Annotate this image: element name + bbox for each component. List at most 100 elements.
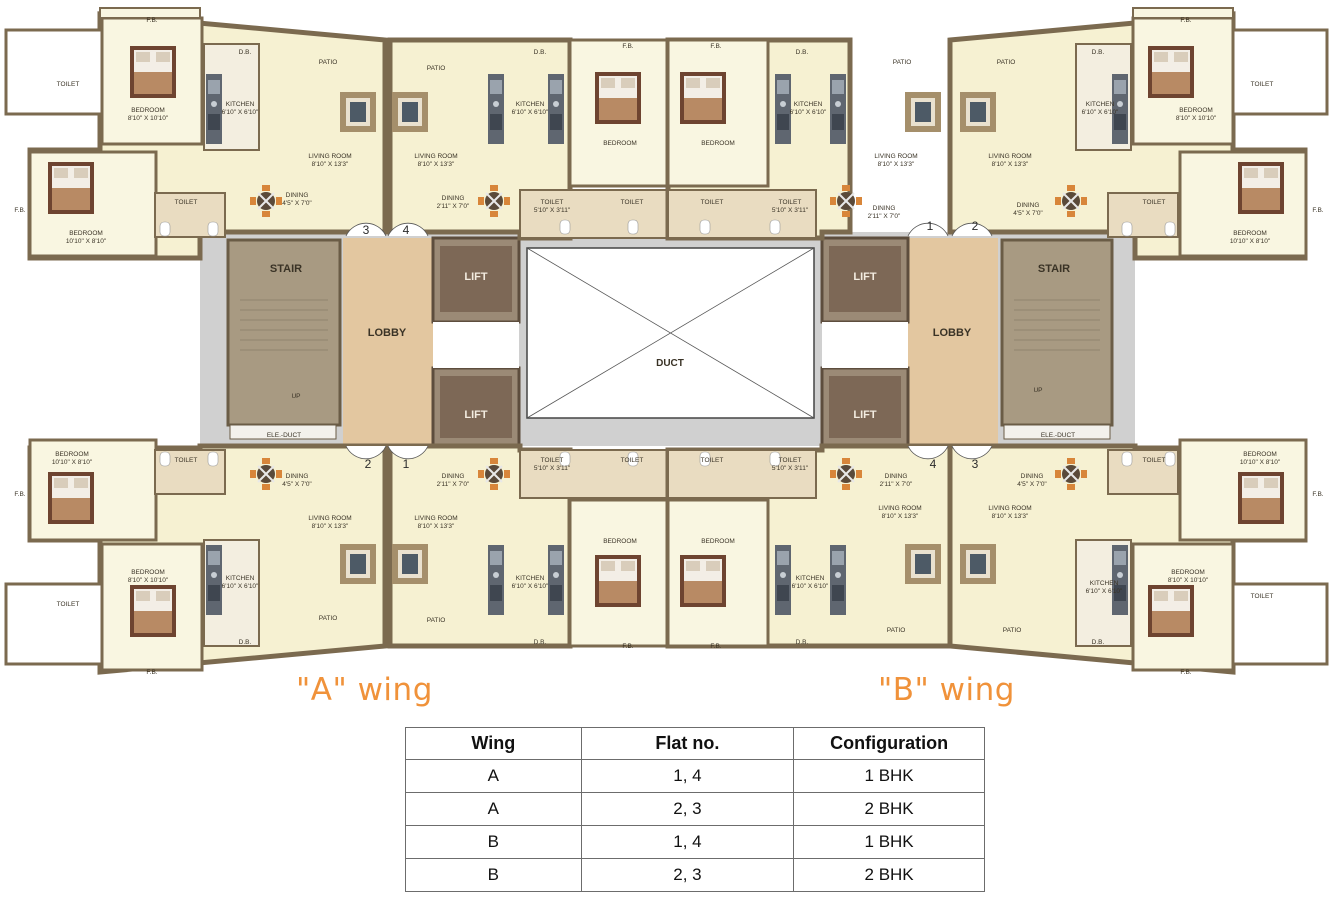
dim-label: 4'5" X 7'0": [1013, 210, 1043, 217]
dining-label: DINING: [873, 205, 896, 212]
dim-label: 8'10" X 13'3": [418, 523, 455, 530]
kitchen-label: KITCHEN: [516, 101, 545, 108]
dim-label: 6'10" X 6'10": [512, 583, 549, 590]
toilet-label: TOILET: [1251, 81, 1274, 88]
flat-a-top-group: [4, 7, 388, 261]
bedroom-label: BEDROOM: [131, 107, 165, 114]
flat-number: 1: [927, 219, 934, 233]
dim-label: 8'10" X 10'10": [128, 115, 169, 122]
cell-wing: B: [405, 858, 582, 892]
dining-label: DINING: [442, 195, 465, 202]
bedroom-label: BEDROOM: [603, 538, 637, 545]
kitchen-label: KITCHEN: [226, 101, 255, 108]
cell-wing: A: [405, 759, 582, 793]
toilet-label: TOILET: [1251, 593, 1274, 600]
lift-a1-label: LIFT: [464, 271, 487, 283]
lift-a2-label: LIFT: [464, 409, 487, 421]
cell-flat-no: 2, 3: [580, 858, 795, 892]
header-flat-no: Flat no.: [580, 727, 795, 760]
dim-label: 6'10" X 6'10": [792, 583, 829, 590]
toilet-label: TOILET: [621, 457, 644, 464]
flat-b-top1-group: [665, 37, 941, 241]
lift-b2-label: LIFT: [853, 409, 876, 421]
dim-label: 6'10" X 6'10": [222, 109, 259, 116]
db-label: D.B.: [1092, 639, 1105, 646]
living-room-label: LIVING ROOM: [414, 515, 457, 522]
toilet-label: TOILET: [779, 199, 802, 206]
lobby-b: [906, 238, 998, 446]
kitchen-label: KITCHEN: [796, 575, 825, 582]
fb-label: F.B.: [146, 17, 157, 24]
fb-label: F.B.: [14, 491, 25, 498]
lobby-a: [343, 238, 433, 446]
dim-label: 8'10" X 13'3": [992, 161, 1029, 168]
bedroom-label: BEDROOM: [1179, 107, 1213, 114]
dim-label: 2'11" X 7'0": [880, 481, 913, 488]
kitchen-label: KITCHEN: [1086, 101, 1115, 108]
kitchen-label: KITCHEN: [794, 101, 823, 108]
dim-label: 5'10" X 3'11": [772, 207, 809, 214]
dining-label: DINING: [1021, 473, 1044, 480]
cell-configuration: 2 BHK: [793, 858, 985, 892]
dim-label: 2'11" X 7'0": [437, 203, 470, 210]
db-label: D.B.: [534, 639, 547, 646]
dim-label: 2'11" X 7'0": [437, 481, 470, 488]
dim-label: 10'10" X 8'10": [66, 238, 107, 245]
cell-configuration: 1 BHK: [793, 825, 985, 859]
patio-label: PATIO: [893, 59, 912, 66]
dim-label: 5'10" X 3'11": [534, 207, 571, 214]
dim-label: 5'10" X 3'11": [772, 465, 809, 472]
header-wing: Wing: [405, 727, 582, 760]
patio-label: PATIO: [1003, 627, 1022, 634]
wing-b-label: "B" wing: [878, 672, 1015, 708]
bedroom-label: BEDROOM: [603, 140, 637, 147]
stair-b: [1000, 238, 1114, 427]
flat-number: 4: [403, 223, 410, 237]
living-room-label: LIVING ROOM: [308, 153, 351, 160]
toilet-label: TOILET: [541, 199, 564, 206]
dim-label: 10'10" X 8'10": [1230, 238, 1271, 245]
flat-number: 1: [403, 457, 410, 471]
up-a-label: UP: [291, 393, 300, 400]
dim-label: 6'10" X 6'10": [1086, 588, 1123, 595]
floor-plan: STAIR STAIR LOBBY LOBBY LIFT LIFT LIFT L…: [4, 7, 1329, 676]
fb-label: F.B.: [14, 207, 25, 214]
toilet-label: TOILET: [779, 457, 802, 464]
header-configuration: Configuration: [793, 727, 985, 760]
up-b-label: UP: [1033, 387, 1042, 394]
dim-label: 2'11" X 7'0": [868, 213, 901, 220]
table-row: B 2, 3 2 BHK: [405, 858, 985, 892]
dim-label: 6'10" X 6'10": [790, 109, 827, 116]
db-label: D.B.: [796, 49, 809, 56]
flat-number: 4: [930, 457, 937, 471]
table-header-row: Wing Flat no. Configuration: [405, 727, 985, 760]
stair-b-label: STAIR: [1038, 263, 1070, 275]
fb-label: F.B.: [1180, 669, 1191, 676]
patio-label: PATIO: [997, 59, 1016, 66]
flat-b-top2-group: [947, 7, 1329, 261]
configuration-table: Wing Flat no. Configuration A 1, 4 1 BHK…: [405, 727, 985, 892]
elec-duct-a-label: ELE.-DUCT: [267, 432, 301, 439]
flat-a-top2-group: [387, 37, 670, 241]
toilet-label: TOILET: [701, 457, 724, 464]
toilet-label: TOILET: [1143, 199, 1166, 206]
fb-label: F.B.: [622, 43, 633, 50]
living-room-label: LIVING ROOM: [988, 505, 1031, 512]
core: [200, 232, 1135, 448]
dim-label: 8'10" X 10'10": [128, 577, 169, 584]
fb-label: F.B.: [146, 669, 157, 676]
cell-flat-no: 2, 3: [580, 792, 795, 826]
toilet-label: TOILET: [701, 199, 724, 206]
stair-a-label: STAIR: [270, 263, 302, 275]
elec-duct-b-label: ELE.-DUCT: [1041, 432, 1075, 439]
dim-label: 8'10" X 10'10": [1168, 577, 1209, 584]
dining-label: DINING: [286, 192, 309, 199]
kitchen-label: KITCHEN: [226, 575, 255, 582]
dim-label: 8'10" X 13'3": [878, 161, 915, 168]
cell-flat-no: 1, 4: [580, 825, 795, 859]
dining-label: DINING: [1017, 202, 1040, 209]
db-label: D.B.: [239, 639, 252, 646]
cell-wing: A: [405, 792, 582, 826]
dim-label: 8'10" X 13'3": [992, 513, 1029, 520]
patio-label: PATIO: [319, 615, 338, 622]
